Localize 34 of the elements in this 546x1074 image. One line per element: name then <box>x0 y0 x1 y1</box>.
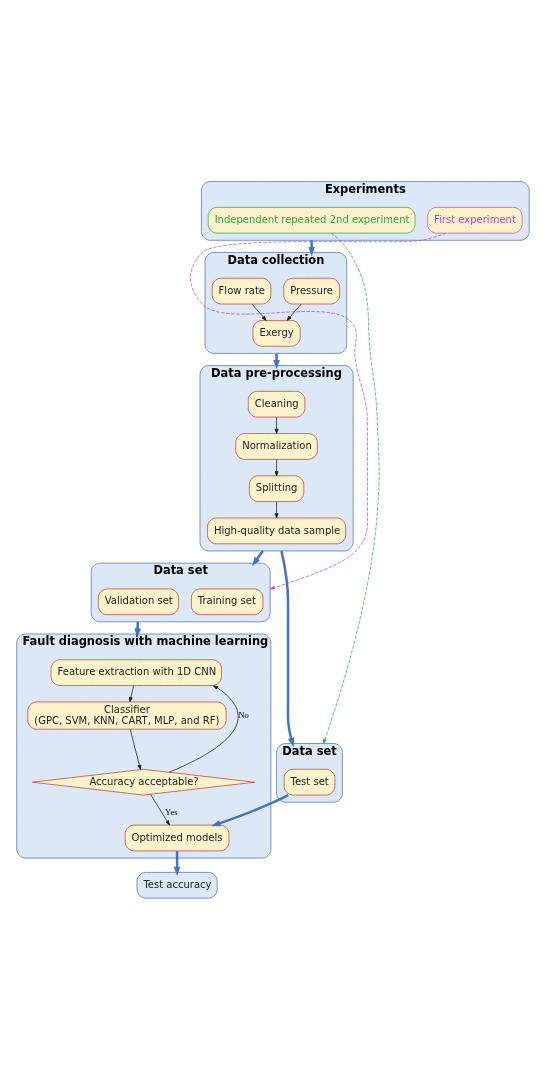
arrow <box>129 685 134 703</box>
node-diamond: Accuracy acceptable? <box>32 768 255 796</box>
arrow <box>211 793 289 827</box>
node-box: Cleaning <box>247 390 306 418</box>
arrow <box>280 550 295 748</box>
arrow <box>308 240 315 257</box>
arrow <box>168 685 239 773</box>
node-box: Splitting <box>249 475 305 502</box>
node-box: Test accuracy <box>136 872 218 899</box>
node-box: Classifier (GPC, SVM, KNN, CART, MLP, and RF) <box>27 701 227 730</box>
node-box: First experiment <box>427 207 523 234</box>
node-box: Normalization <box>235 433 318 460</box>
node-box: High-quality data sample <box>207 517 347 545</box>
node-box: Exergy <box>252 320 301 347</box>
arrow <box>150 794 170 826</box>
arrow <box>274 459 279 477</box>
node-box: Optimized models <box>124 824 230 852</box>
node-box: Test set <box>283 768 336 796</box>
node-box: Independent repeated 2nd experiment <box>207 207 416 234</box>
node-box: Validation set <box>98 588 179 616</box>
arrow <box>274 501 279 519</box>
arrow <box>274 416 279 434</box>
arrow <box>190 232 447 590</box>
node-box: Flow rate <box>211 277 272 305</box>
node-box: Feature extraction with 1D CNN <box>50 659 222 686</box>
edge-label: No <box>238 709 249 720</box>
arrow <box>323 232 380 744</box>
node-box: Pressure <box>283 277 340 305</box>
arrow <box>273 353 280 370</box>
node-box: Training set <box>191 588 264 616</box>
edge-label: Yes <box>165 806 178 817</box>
arrow <box>286 303 302 321</box>
arrow <box>129 729 142 770</box>
arrow <box>251 303 267 321</box>
